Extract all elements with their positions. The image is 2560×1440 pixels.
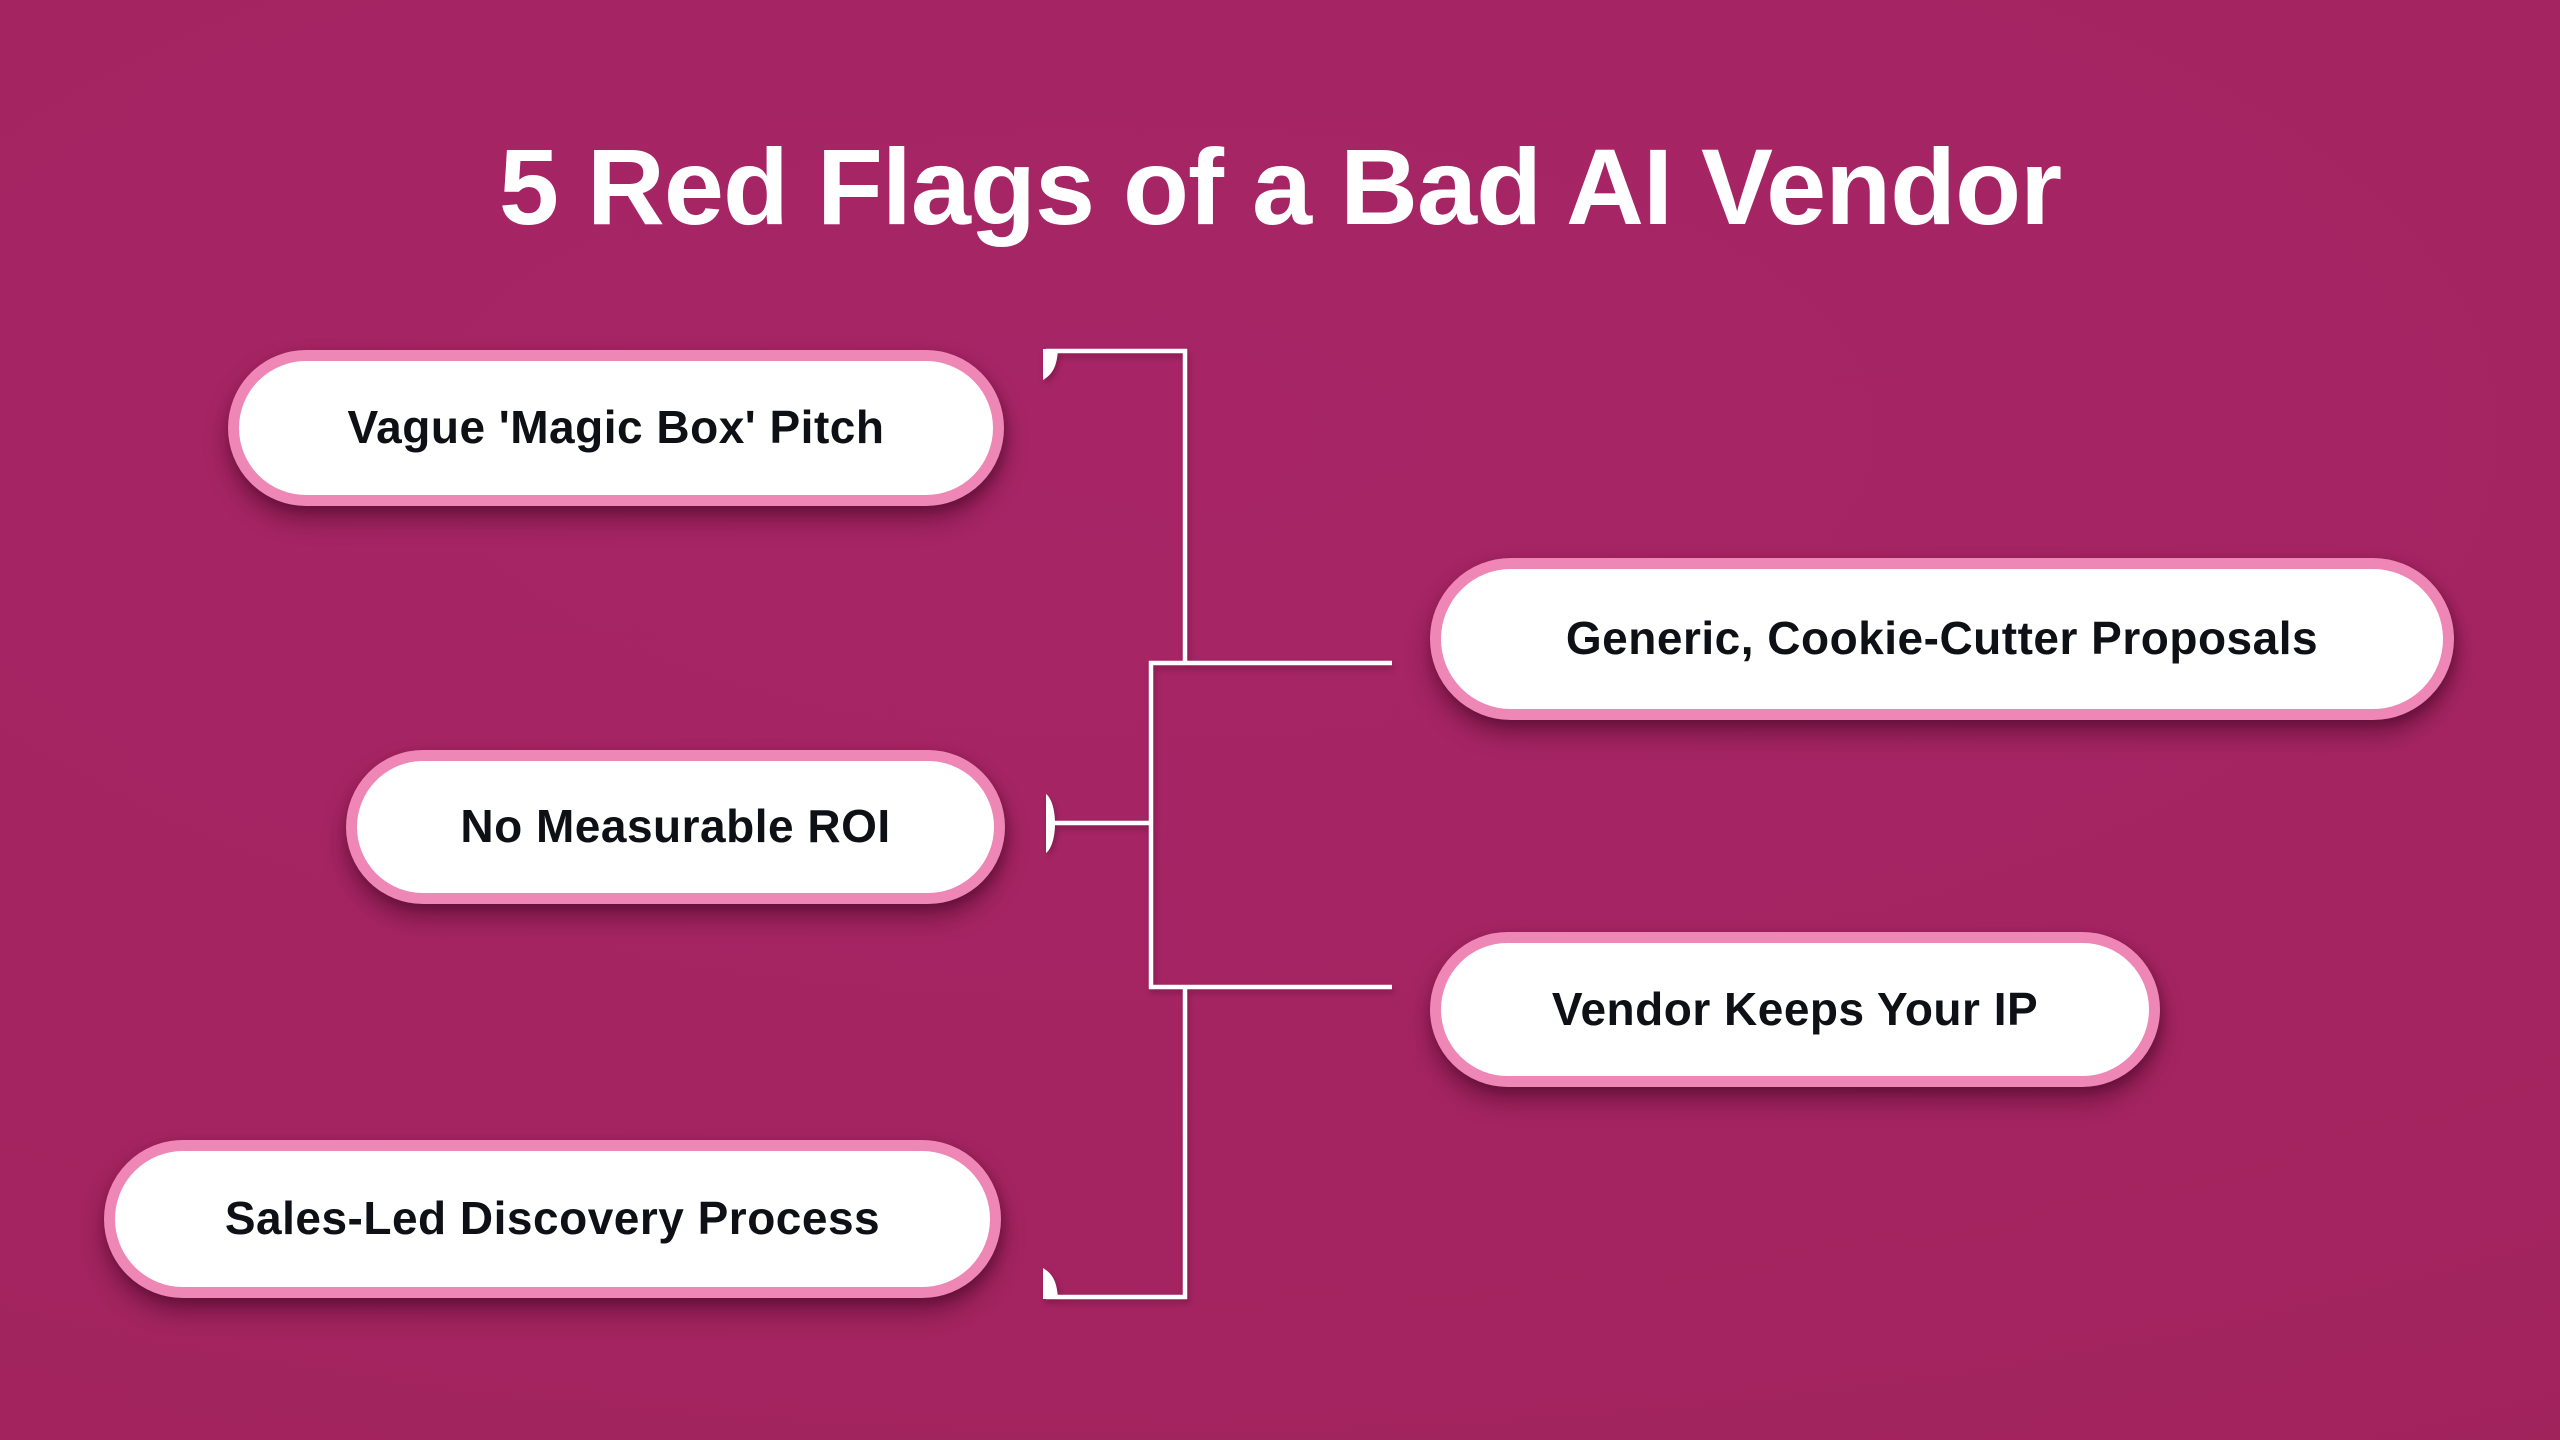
branch-box-line [1148,660,1392,990]
flag-pill-sales-led-discovery-process: Sales-Led Discovery Process [104,1140,1001,1298]
flag-pill-vague-magic-box-pitch: Vague 'Magic Box' Pitch [228,350,1004,506]
flag-label: Generic, Cookie-Cutter Proposals [1565,612,2319,664]
flag-label: No Measurable ROI [460,800,891,852]
flag-label: Sales-Led Discovery Process [224,1192,881,1244]
bracket-tip-top-icon [1043,349,1058,380]
flag-pill-vendor-keeps-your-ip: Vendor Keeps Your IP [1430,932,2160,1087]
bracket-bottom-line [1046,985,1188,1300]
flag-label: Vendor Keeps Your IP [1551,982,2039,1035]
bracket-tip-middle-icon [1046,794,1055,853]
flag-pill-no-measurable-roi: No Measurable ROI [346,750,1005,904]
flag-pill-generic-cookie-cutter-proposals: Generic, Cookie-Cutter Proposals [1430,558,2454,720]
flag-label: Vague 'Magic Box' Pitch [347,401,885,453]
page-title: 5 Red Flags of a Bad AI Vendor [498,126,2062,247]
bracket-tip-bottom-icon [1043,1268,1058,1299]
bracket-top-line [1046,348,1188,663]
